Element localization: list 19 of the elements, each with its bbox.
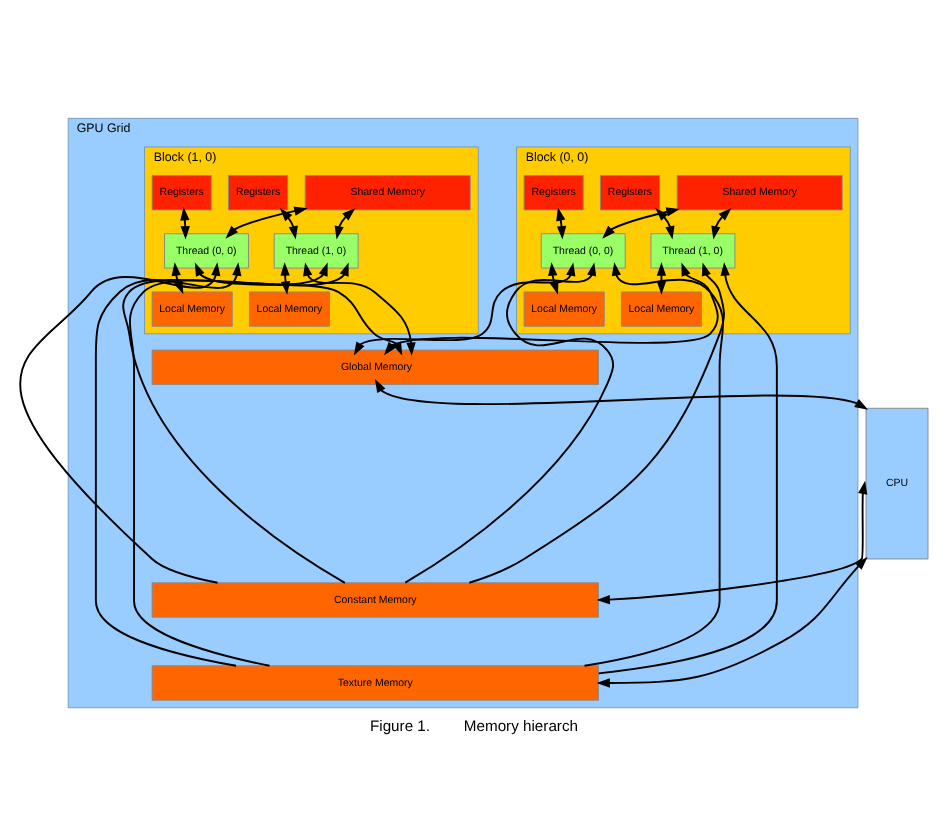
arrow [94,261,242,666]
arrow [129,261,349,666]
arrow [583,261,724,666]
arrow [602,206,680,238]
caption: Figure 1. Memory hierarch [369,716,579,735]
arrow [303,261,416,355]
arrow [597,261,778,674]
arrow [384,261,719,355]
arrow [596,479,868,604]
arrow [711,206,732,239]
arrow [353,261,576,355]
arrow [374,378,869,409]
arrow [468,261,725,583]
arrow [225,205,308,238]
arrow [404,261,615,583]
arrow [596,555,868,687]
arrow [19,261,221,583]
arrow [122,261,346,583]
arrow [194,261,403,355]
